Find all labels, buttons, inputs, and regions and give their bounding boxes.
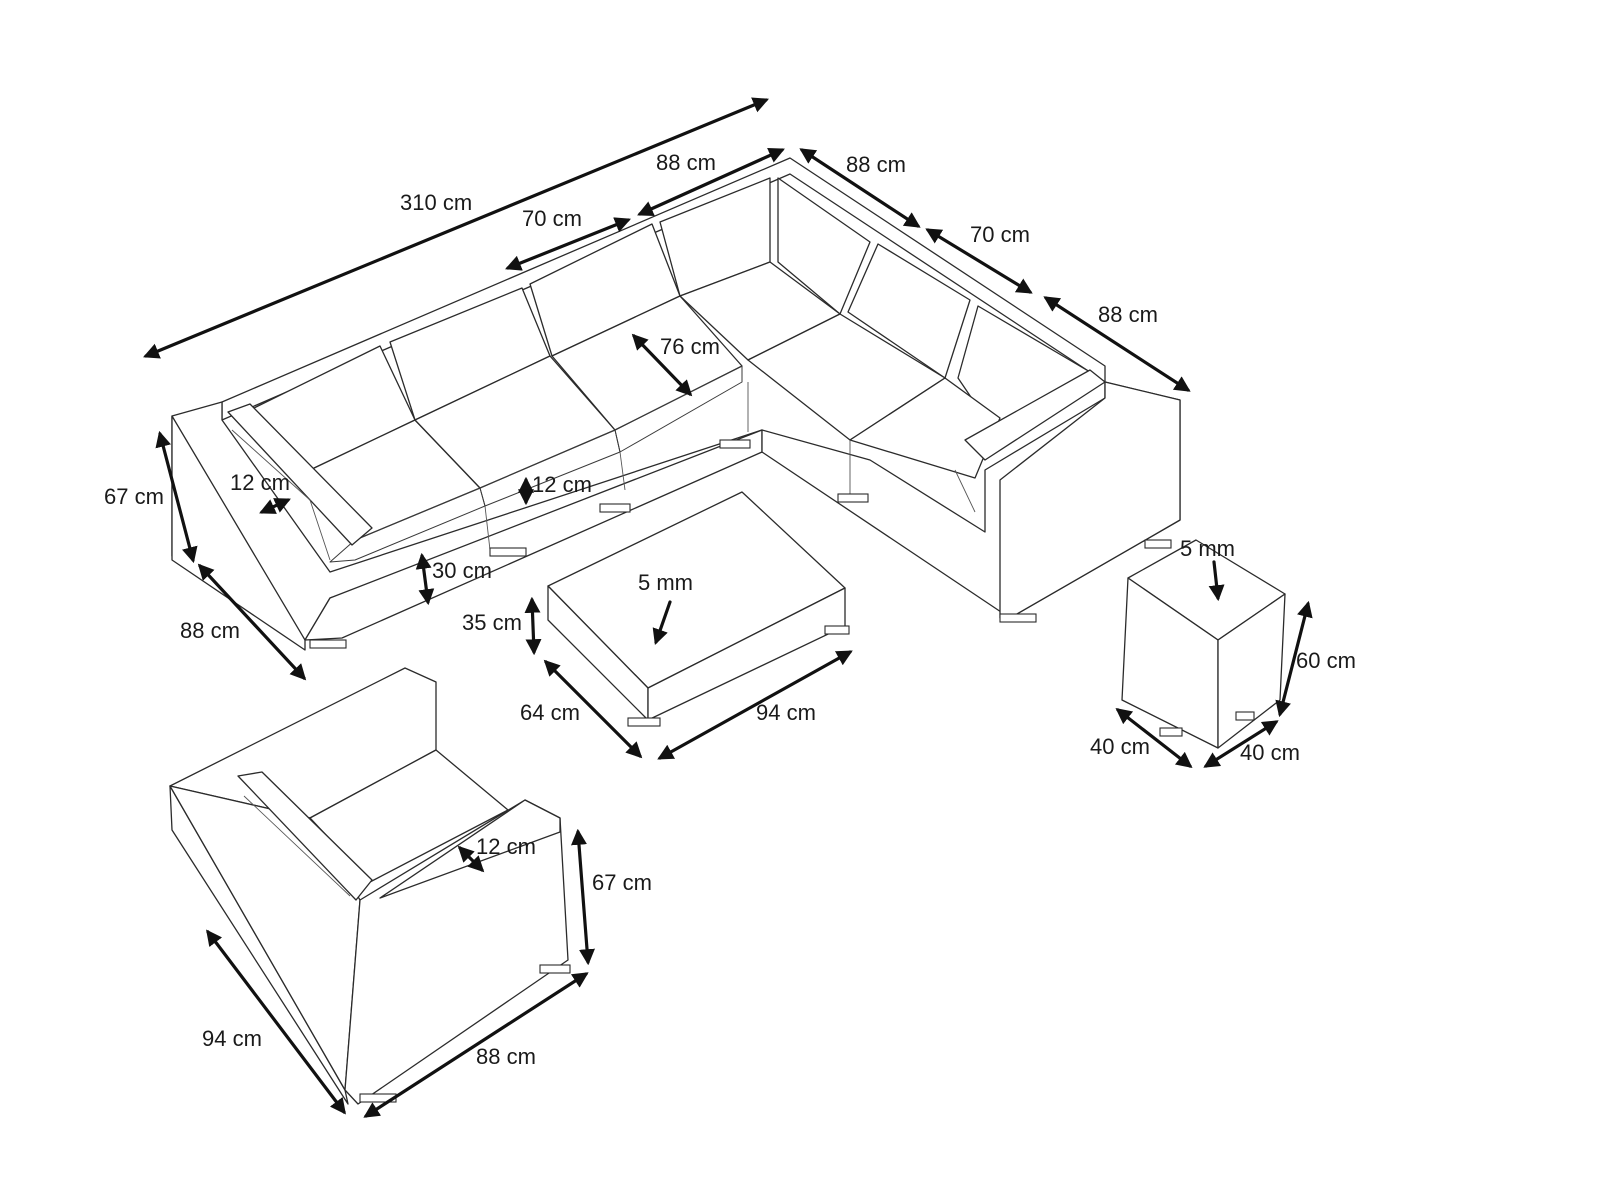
base-seam-2 — [619, 451, 626, 491]
arrow-stool-depth — [1115, 708, 1193, 768]
arrow-corner-right-width — [799, 148, 921, 228]
base-seam-1 — [484, 505, 491, 551]
stool-foot-2 — [1235, 711, 1255, 721]
arrow-table-height — [524, 596, 542, 656]
label-table-depth: 64 cm — [520, 700, 580, 725]
chair-armrest-seam — [243, 795, 351, 897]
label-middle-seat-width: 70 cm — [522, 206, 582, 231]
arrow-right-end-width — [1043, 296, 1191, 392]
arrow-total-width — [143, 97, 769, 359]
label-table-length: 94 cm — [756, 700, 816, 725]
label-stool-depth: 40 cm — [1090, 734, 1150, 759]
dimension-labels: 310 cm 88 cm 88 cm 70 cm 70 cm 88 cm 76 … — [104, 150, 1356, 1069]
arrow-stool-width — [1203, 720, 1279, 768]
chair-foot-2 — [539, 964, 571, 974]
arrow-chair-depth — [206, 929, 346, 1115]
table-foot-2 — [824, 625, 850, 635]
stool-foot-1 — [1159, 727, 1183, 737]
chair-left-armrest — [237, 771, 373, 901]
arrow-sofa-depth — [197, 563, 307, 681]
arrow-armrest-width — [259, 498, 291, 514]
arrow-right-middle-seat-width — [925, 228, 1033, 294]
label-sofa-height: 67 cm — [104, 484, 164, 509]
label-armrest-width: 12 cm — [230, 470, 290, 495]
sofa-foot-1 — [309, 639, 347, 649]
label-right-middle-seat-width: 70 cm — [970, 222, 1030, 247]
table-foot-1 — [627, 717, 661, 727]
arrow-chair-width — [363, 972, 589, 1118]
arrow-seat-depth — [631, 333, 693, 397]
right-armrest-seam — [954, 469, 976, 513]
arrow-stool-height — [1275, 600, 1313, 718]
label-chair-depth: 94 cm — [202, 1026, 262, 1051]
left-armrest-seam — [231, 429, 331, 561]
sofa-foot-5 — [837, 493, 869, 503]
arrow-seat-height — [415, 552, 435, 606]
label-chair-height: 67 cm — [592, 870, 652, 895]
label-cushion-thickness: 12 cm — [532, 472, 592, 497]
label-seat-height: 30 cm — [432, 558, 492, 583]
label-seat-depth: 76 cm — [660, 334, 720, 359]
label-stool-width: 40 cm — [1240, 740, 1300, 765]
arrow-sofa-height — [155, 430, 198, 564]
sofa-foot-4 — [719, 439, 751, 449]
arrow-table-length — [657, 650, 853, 760]
stool — [1121, 539, 1286, 749]
sofa-foot-2 — [489, 547, 527, 557]
label-sofa-depth: 88 cm — [180, 618, 240, 643]
arrow-corner-left-width — [637, 147, 785, 217]
arrow-stool-top-thickness — [1208, 560, 1225, 602]
sofa-foot-3 — [599, 503, 631, 513]
arrow-chair-armrest-width — [457, 845, 485, 873]
arrow-table-depth — [543, 659, 643, 759]
seat-front-3 — [614, 365, 743, 453]
arrow-table-top-thickness — [652, 600, 672, 646]
label-stool-top-thickness: 5 mm — [1180, 536, 1235, 561]
arrow-chair-height — [571, 828, 595, 966]
label-table-height: 35 cm — [462, 610, 522, 635]
seat-cushion-6 — [849, 377, 1001, 479]
label-total-width: 310 cm — [400, 190, 472, 215]
arrow-middle-seat-width — [505, 217, 631, 271]
sofa-foot-6 — [999, 613, 1037, 623]
label-corner-left-width: 88 cm — [656, 150, 716, 175]
label-chair-width: 88 cm — [476, 1044, 536, 1069]
label-stool-height: 60 cm — [1296, 648, 1356, 673]
dimension-arrows — [143, 97, 1313, 1118]
label-corner-right-width: 88 cm — [846, 152, 906, 177]
label-table-top-thickness: 5 mm — [638, 570, 693, 595]
label-chair-armrest-width: 12 cm — [476, 834, 536, 859]
label-right-end-width: 88 cm — [1098, 302, 1158, 327]
sofa-foot-7 — [1144, 539, 1172, 549]
